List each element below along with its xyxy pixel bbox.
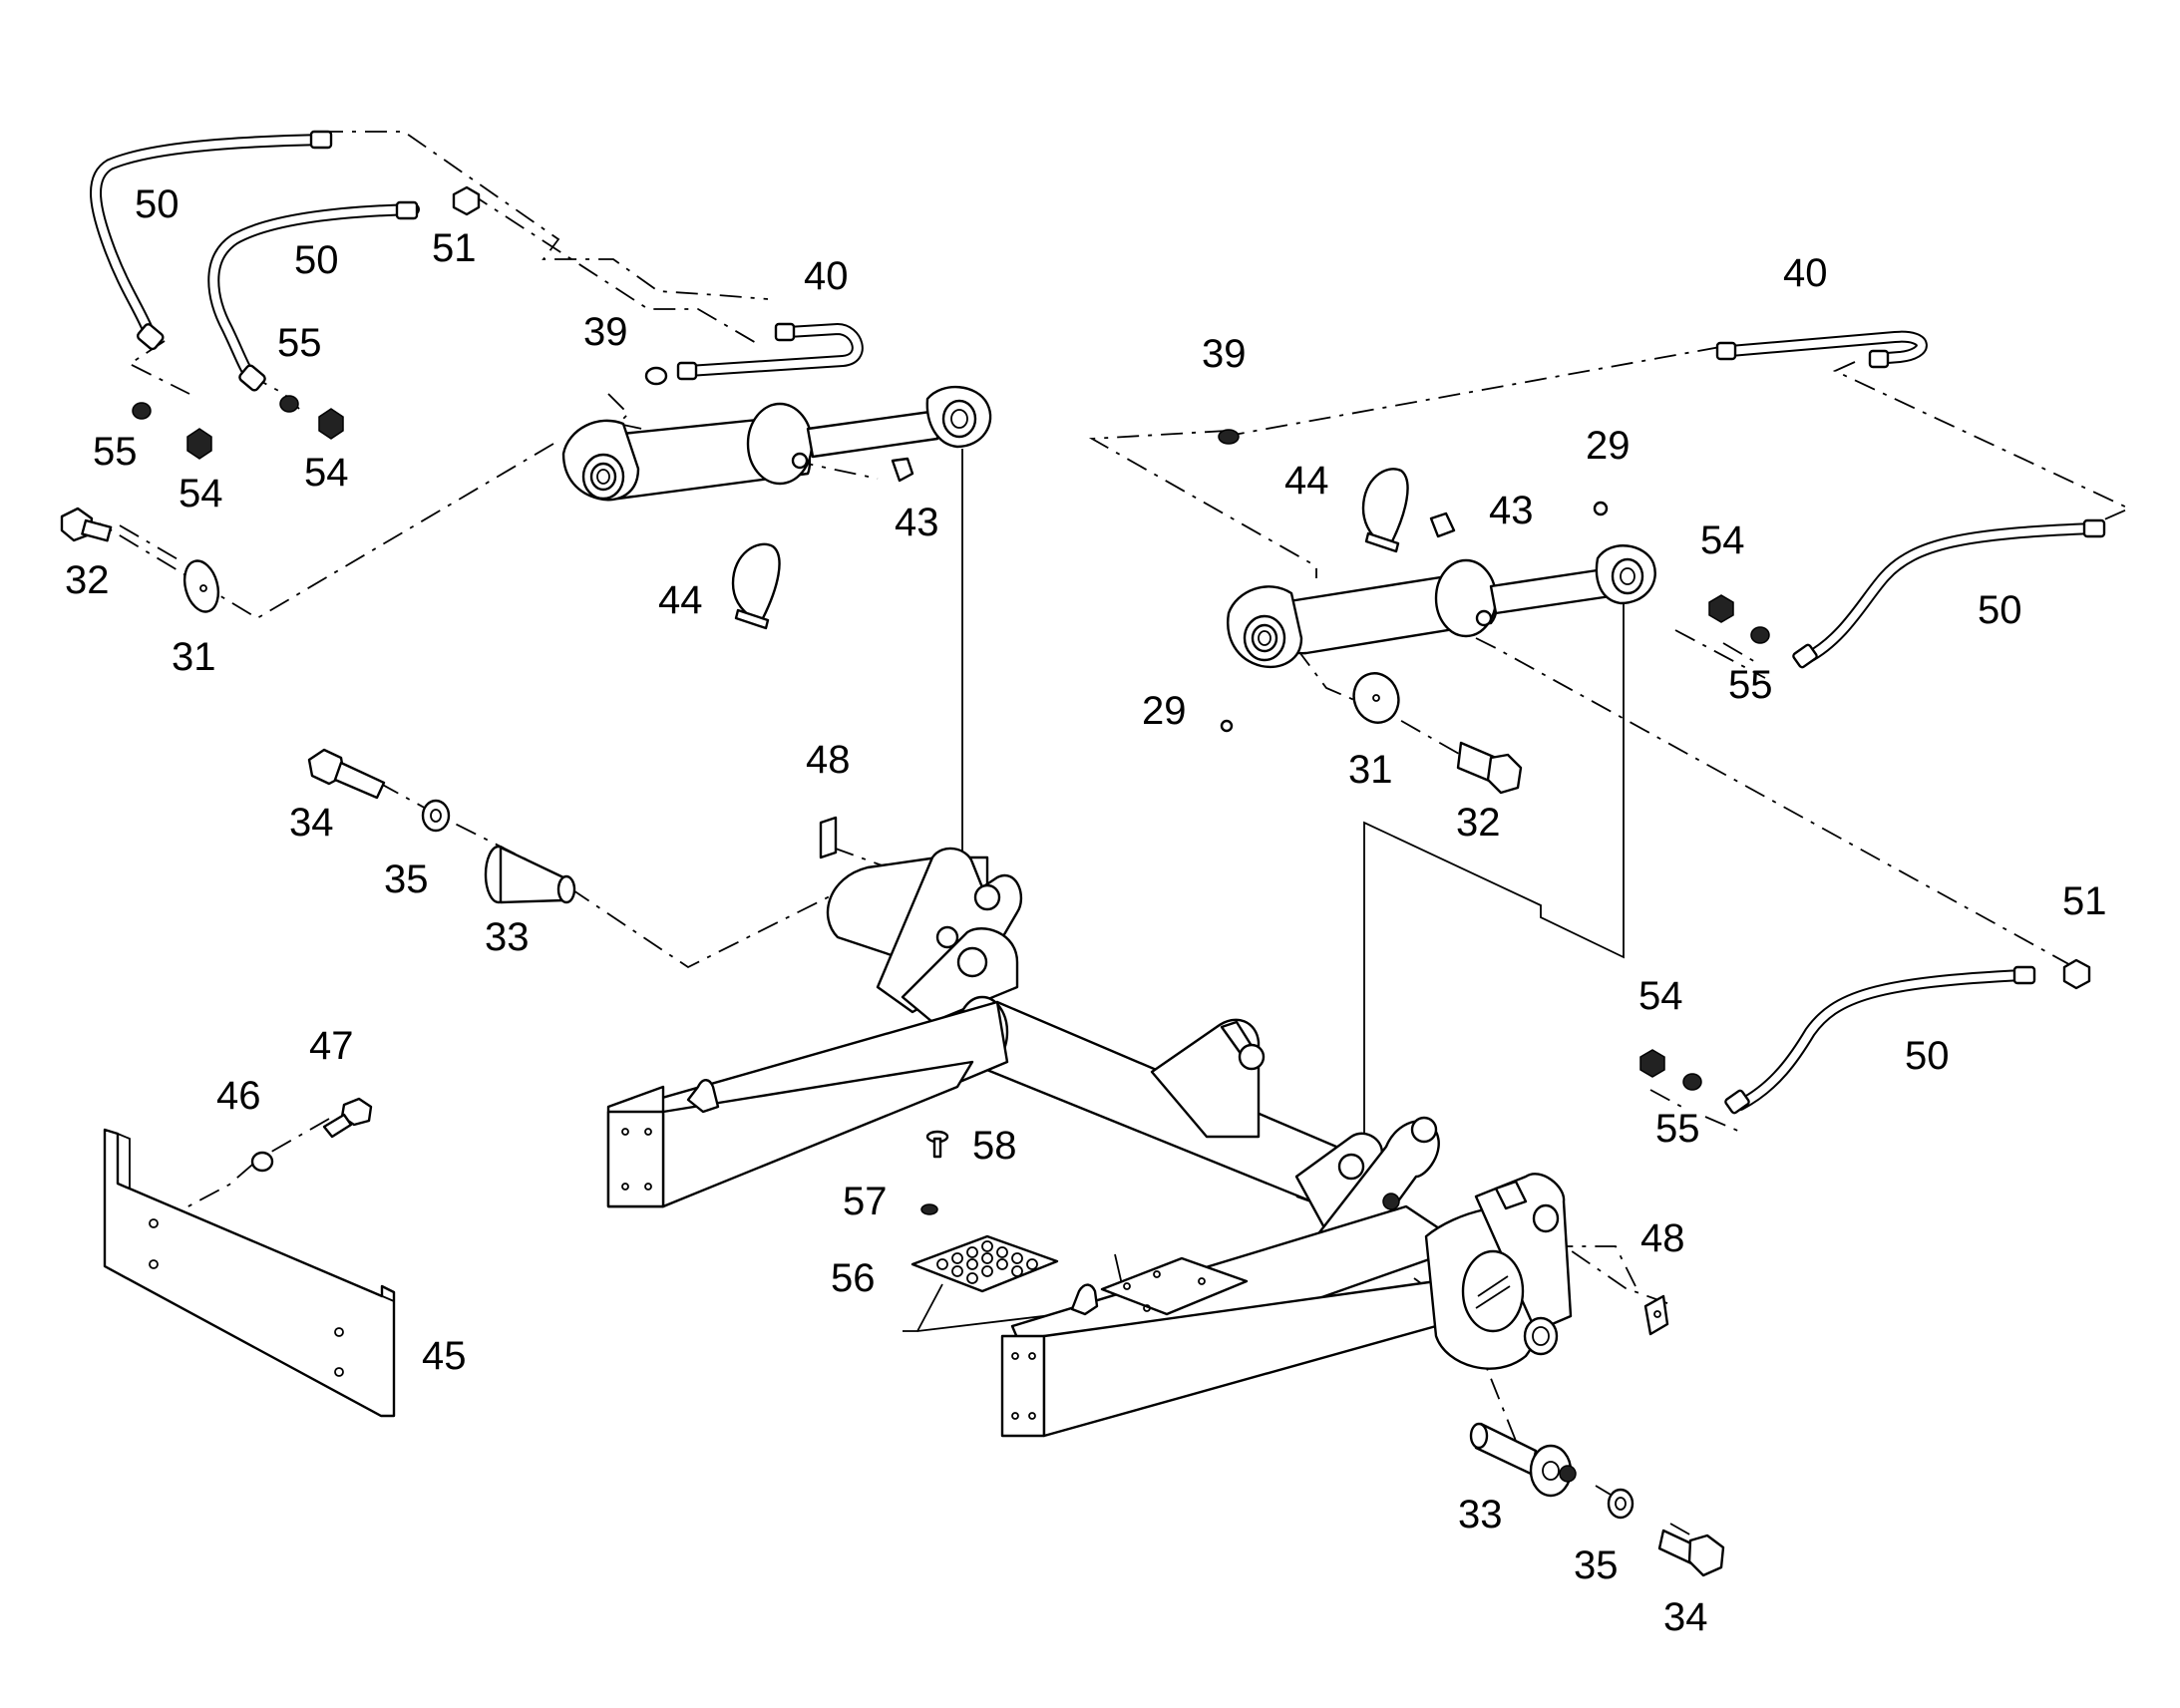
callout-43: 43 [1489,489,1534,532]
pipe-40-right [1715,330,1928,369]
callout-57: 57 [843,1180,888,1223]
washer-46 [250,1151,274,1173]
callout-50: 50 [294,238,339,282]
callout-55: 55 [277,321,322,365]
callout-32: 32 [65,558,110,602]
callout-labels: 50 50 51 40 39 55 55 54 54 32 31 43 44 4… [65,182,2107,1639]
nuts-left [132,366,668,460]
callout-31: 31 [172,635,216,679]
hose-50-right-lower [1724,965,2036,1115]
washer-35-right [1607,1488,1635,1520]
callout-56: 56 [831,1256,876,1300]
solid-leaders [903,449,1625,1332]
callout-33: 33 [1458,1493,1503,1537]
bolt-34-left [307,748,386,800]
bolt-32-left [60,507,113,542]
callout-33: 33 [485,915,530,959]
bolt-32-right [1456,741,1523,795]
screw-58 [925,1130,949,1159]
callout-46: 46 [216,1074,261,1118]
callout-34: 34 [1663,1595,1708,1639]
callout-39: 39 [1202,332,1247,376]
nuts-right-lower [1639,1049,1702,1091]
callout-31: 31 [1348,748,1393,792]
callout-55: 55 [93,430,138,474]
callout-29: 29 [1142,689,1187,733]
callout-43: 43 [895,501,939,544]
callout-55: 55 [1728,663,1773,707]
clamp-44-right [1361,468,1409,553]
hose-50-left-inner [207,200,420,392]
washer-31-left [182,559,220,613]
callout-29: 29 [1586,424,1631,468]
washer-31-right [1352,672,1400,724]
callout-34: 34 [289,801,334,845]
callout-50: 50 [1905,1034,1950,1078]
callout-44: 44 [658,578,703,622]
washer-35-left [421,799,451,833]
pipe-40-left [676,322,864,381]
callout-40: 40 [804,254,849,298]
bolt-34-right [1657,1529,1725,1577]
plate-45 [103,1128,396,1418]
nut-39-right [1218,429,1240,445]
callout-45: 45 [422,1334,467,1378]
callout-55: 55 [1655,1107,1700,1151]
clamp-44-left [731,542,781,630]
callout-54: 54 [1638,974,1683,1018]
hydraulic-cylinder-left [561,385,992,502]
callout-40: 40 [1783,251,1828,295]
plate-48-right [1643,1294,1669,1336]
callout-50: 50 [1978,588,2022,632]
washer-57 [920,1203,938,1215]
pin-33-right [1469,1422,1577,1498]
callout-58: 58 [972,1124,1017,1168]
plate-48-left [819,816,838,859]
bolt-47 [322,1097,373,1139]
fitting-51-right [2062,958,2091,990]
callout-54: 54 [179,472,223,515]
frame-assembly [606,847,1573,1438]
fitting-51-left [452,185,481,216]
hose-50-right-upper [1792,518,2106,669]
callout-32: 32 [1456,801,1501,845]
nuts-right-upper [1708,594,1770,644]
callout-54: 54 [304,451,349,495]
hydraulic-cylinder-right [1220,501,1656,733]
callout-50: 50 [135,182,180,226]
callout-54: 54 [1700,518,1745,562]
callout-47: 47 [309,1024,354,1068]
callout-48: 48 [806,738,851,782]
callout-39: 39 [583,310,628,354]
hose-50-left-outer [90,130,333,351]
callout-35: 35 [384,857,429,901]
pin-33-left [484,845,576,904]
callout-48: 48 [1640,1216,1685,1260]
grate-56 [910,1234,1059,1293]
callout-51: 51 [2062,879,2107,923]
callout-51: 51 [432,226,477,270]
callout-44: 44 [1284,459,1329,503]
callout-35: 35 [1574,1543,1619,1587]
